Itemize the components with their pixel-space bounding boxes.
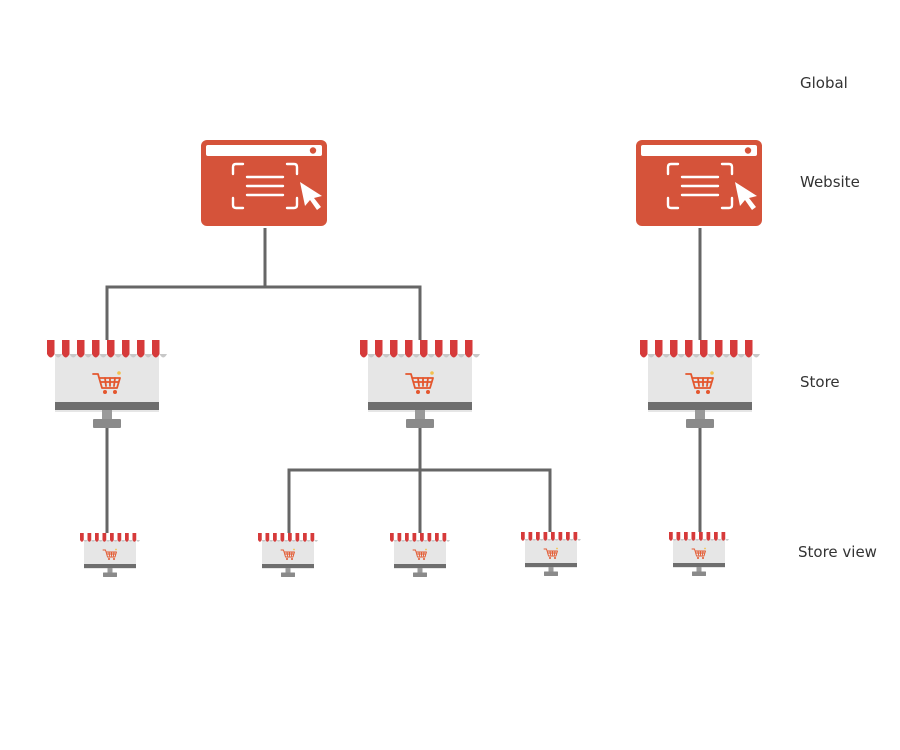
storefront-monitor-icon xyxy=(389,532,451,578)
storefront-monitor-icon xyxy=(46,339,168,429)
storefront-monitor-icon xyxy=(257,532,319,578)
store-view-node-1 xyxy=(79,532,141,578)
storefront-monitor-icon xyxy=(359,339,481,429)
website-node-1 xyxy=(199,138,329,228)
store-node-2 xyxy=(359,339,481,429)
store-node-3 xyxy=(639,339,761,429)
storefront-monitor-icon xyxy=(79,532,141,578)
connector-website1-stores xyxy=(105,228,422,345)
connector-store2-views xyxy=(287,428,552,537)
level-label-store: Store xyxy=(800,373,840,391)
level-label-store-view: Store view xyxy=(798,543,877,561)
level-label-website: Website xyxy=(800,173,860,191)
store-node-1 xyxy=(46,339,168,429)
storefront-monitor-icon xyxy=(639,339,761,429)
browser-window-icon xyxy=(634,138,764,228)
level-label-global: Global xyxy=(800,74,848,92)
website-node-2 xyxy=(634,138,764,228)
connector-lines xyxy=(105,228,702,537)
store-view-node-2 xyxy=(257,532,319,578)
store-view-node-5 xyxy=(668,531,730,577)
browser-window-icon xyxy=(199,138,329,228)
store-view-node-3 xyxy=(389,532,451,578)
store-view-node-4 xyxy=(520,531,582,577)
storefront-monitor-icon xyxy=(520,531,582,577)
storefront-monitor-icon xyxy=(668,531,730,577)
